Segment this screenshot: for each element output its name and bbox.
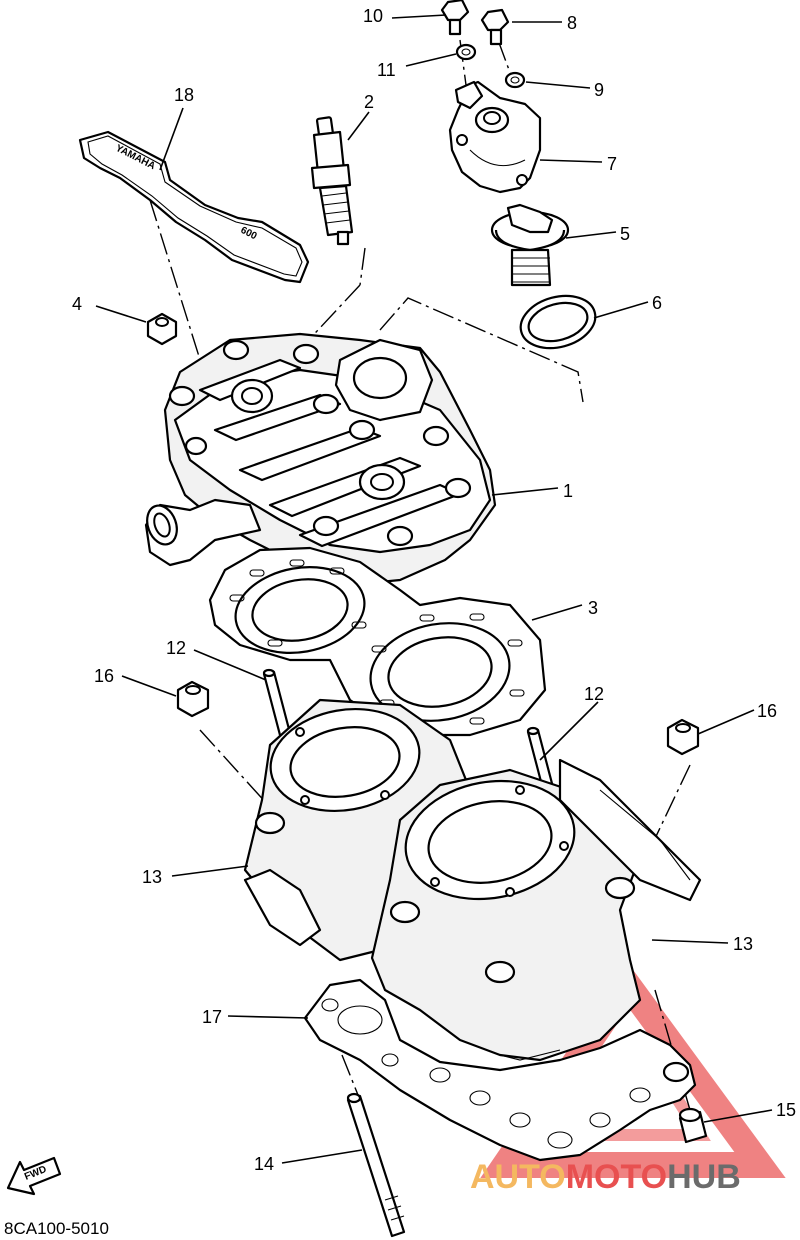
watermark-auto: AUTO bbox=[470, 1158, 566, 1196]
part-1-cylinder-head bbox=[144, 332, 497, 587]
callout-17: 17 bbox=[202, 1007, 222, 1027]
callout-16-right: 16 bbox=[757, 701, 777, 721]
callout-12-right: 12 bbox=[584, 684, 604, 704]
callout-labels: 10 8 11 9 7 5 6 4 2 18 1 3 12 16 12 16 1… bbox=[72, 6, 796, 1174]
part-4-nut bbox=[146, 312, 178, 346]
part-18-emblem-plate: YAMAHA 600 bbox=[78, 130, 310, 284]
watermark-moto: MOTO bbox=[566, 1158, 667, 1196]
part-15-dowel-pin bbox=[678, 1107, 708, 1144]
part-3-head-gasket bbox=[208, 546, 547, 737]
callout-10: 10 bbox=[363, 6, 383, 26]
part-11-washer bbox=[455, 43, 477, 61]
callout-11: 11 bbox=[377, 60, 396, 80]
callout-13-left: 13 bbox=[142, 867, 162, 887]
callout-12-left: 12 bbox=[166, 638, 186, 658]
watermark-text: AUTOMOTOHUB bbox=[470, 1158, 741, 1196]
part-7-thermostat-cover bbox=[448, 80, 542, 194]
callout-5: 5 bbox=[620, 224, 630, 244]
callout-6: 6 bbox=[652, 293, 662, 313]
part-2-spark-plug bbox=[310, 116, 354, 246]
drawing-code: 8CA100-5010 bbox=[4, 1219, 109, 1238]
callout-15: 15 bbox=[776, 1100, 796, 1120]
callout-8: 8 bbox=[567, 13, 577, 33]
part-5-thermostat bbox=[490, 203, 570, 287]
part-16-nut-right bbox=[666, 718, 700, 756]
callout-4: 4 bbox=[72, 294, 82, 314]
part-10-bolt bbox=[440, 0, 470, 36]
part-16-nut-left bbox=[176, 680, 210, 718]
part-6-o-ring bbox=[519, 294, 597, 350]
callout-13-right: 13 bbox=[733, 934, 753, 954]
callout-16-left: 16 bbox=[94, 666, 114, 686]
callout-18: 18 bbox=[174, 85, 194, 105]
callout-1: 1 bbox=[563, 481, 573, 501]
part-13-cylinder-right bbox=[370, 758, 702, 1062]
forward-direction-arrow: FWD bbox=[6, 1156, 62, 1196]
watermark-hub: HUB bbox=[667, 1158, 741, 1196]
callout-2: 2 bbox=[364, 92, 374, 112]
leader-lines bbox=[95, 14, 773, 1164]
callout-7: 7 bbox=[607, 154, 617, 174]
callout-14: 14 bbox=[254, 1154, 274, 1174]
callout-3: 3 bbox=[588, 598, 598, 618]
part-17-base-gasket bbox=[303, 978, 697, 1162]
part-9-washer bbox=[504, 71, 526, 89]
svg-text:AUTOMOTOHUB: AUTOMOTOHUB bbox=[470, 1158, 741, 1196]
part-8-bolt bbox=[480, 8, 510, 46]
callout-9: 9 bbox=[594, 80, 604, 100]
part-14-stud-bolt bbox=[346, 1092, 406, 1238]
